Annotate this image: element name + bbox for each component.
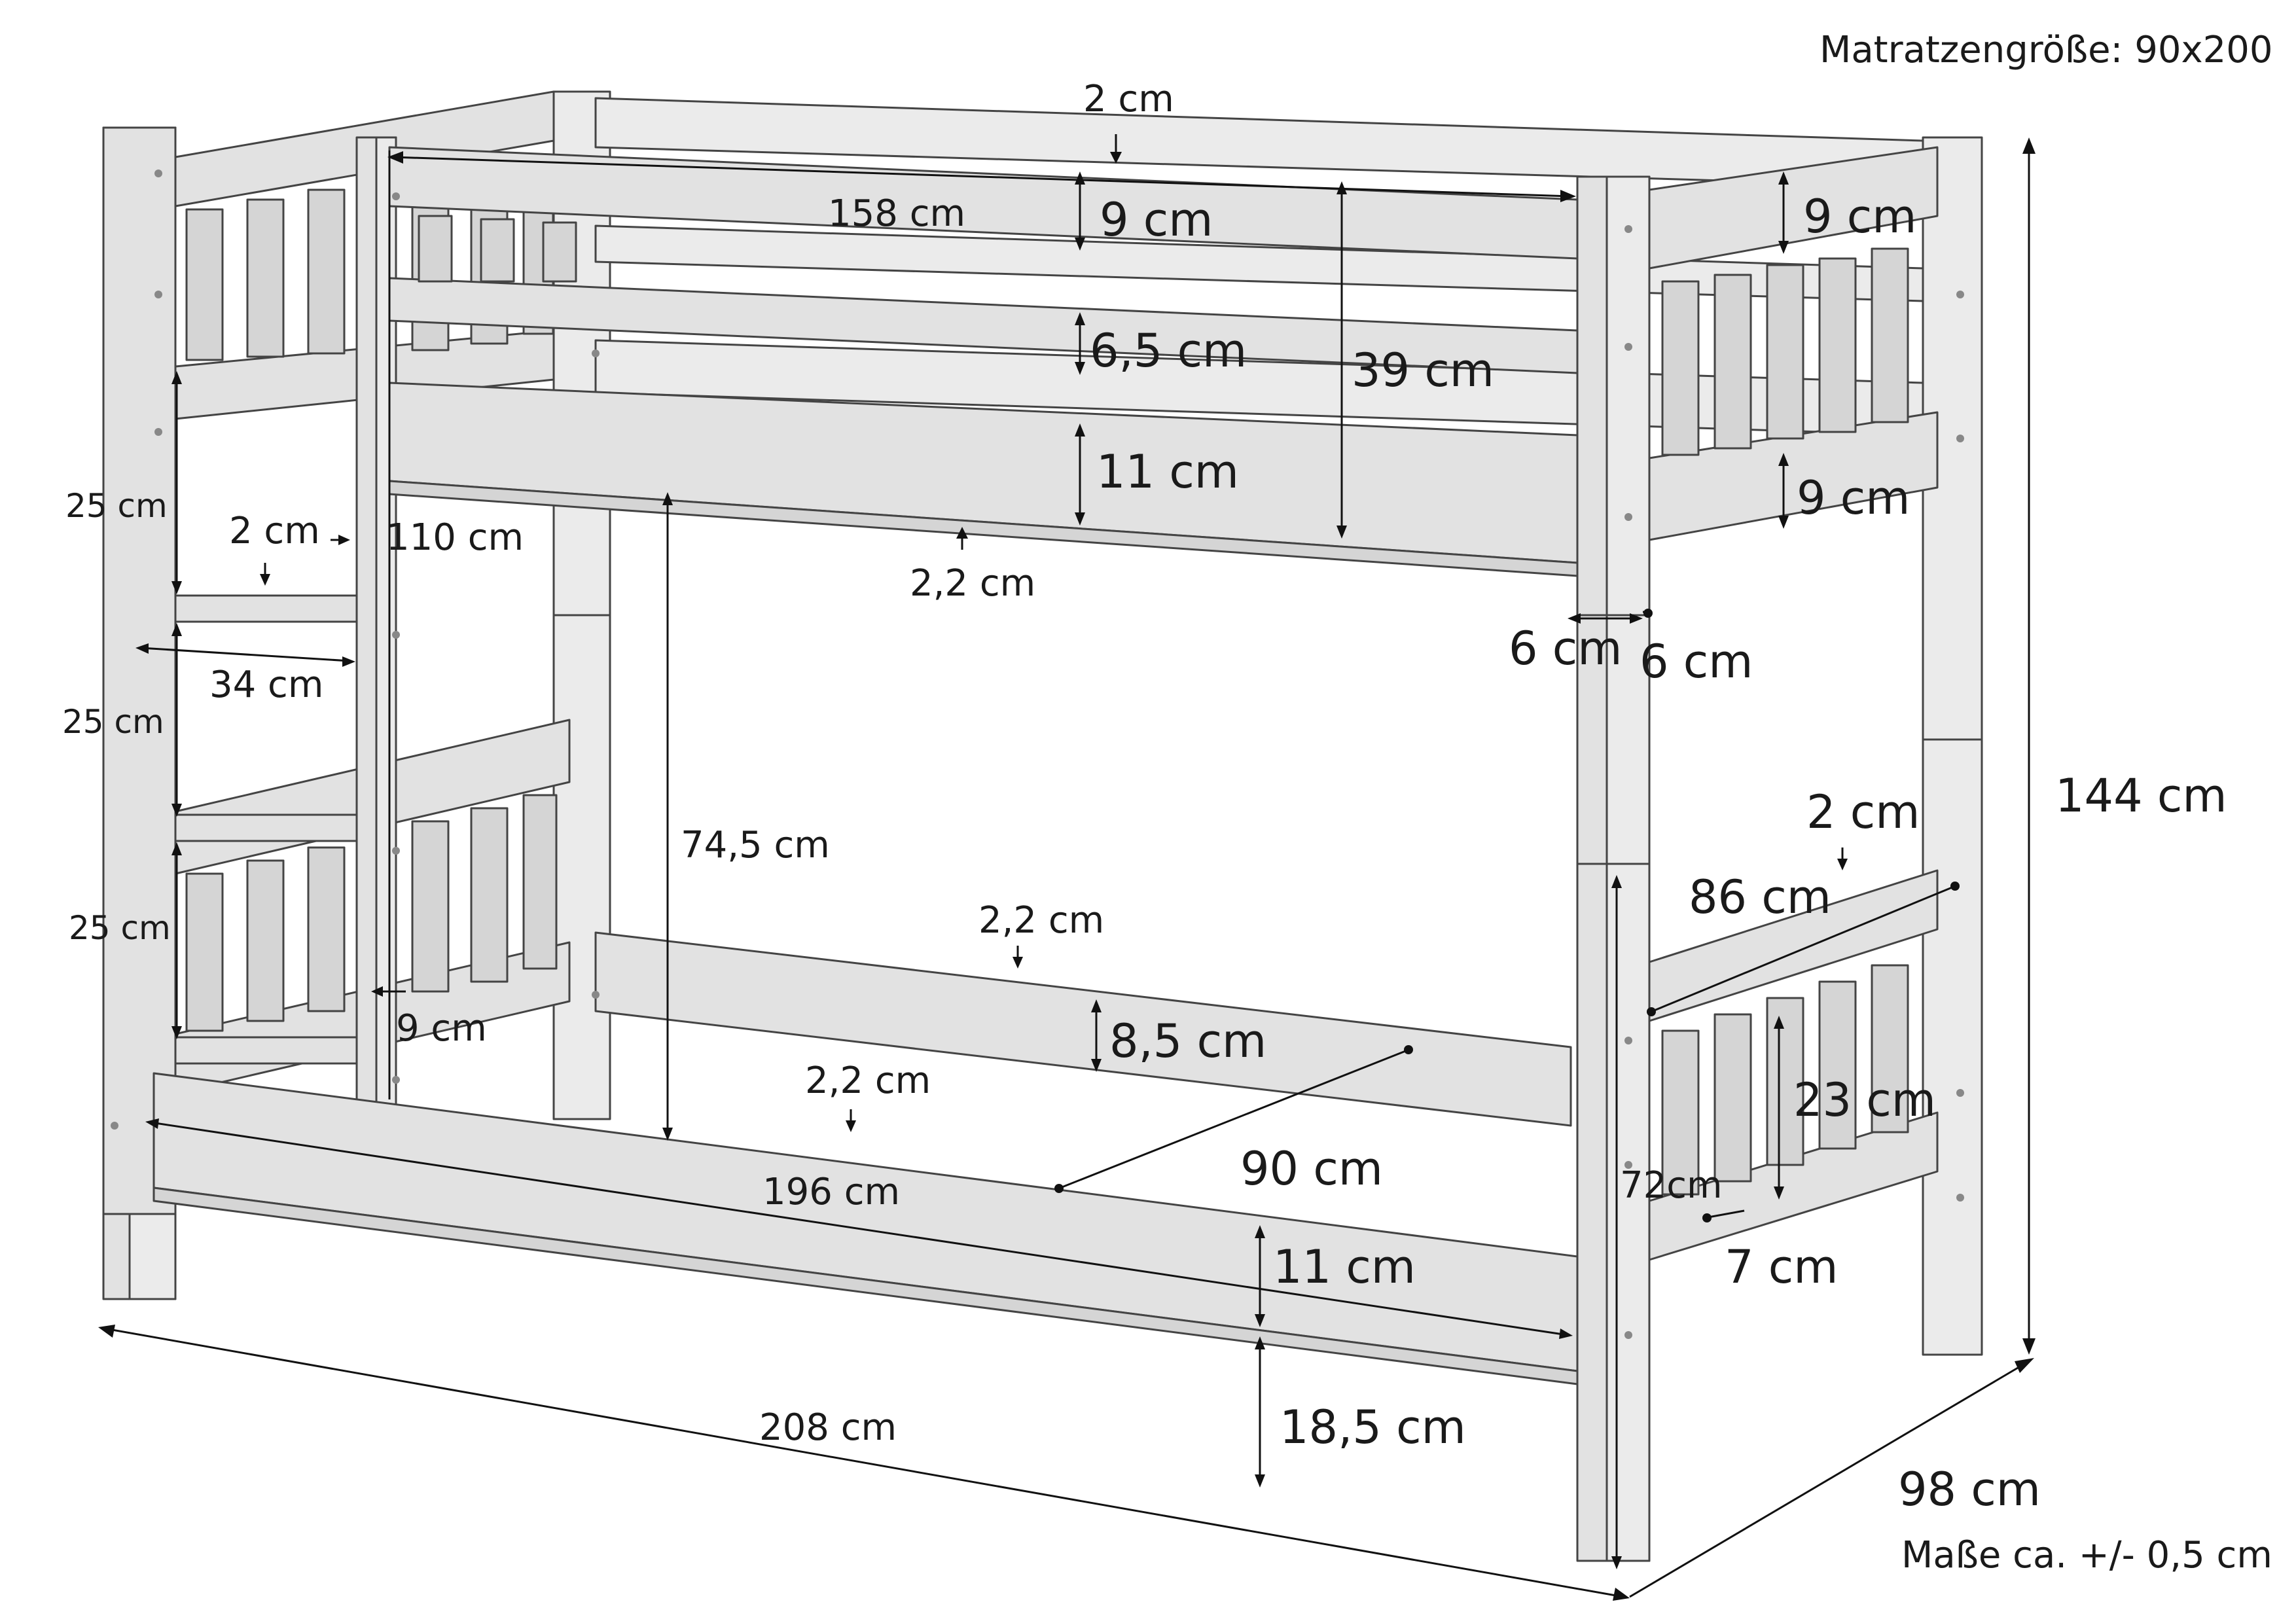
dim-inner-width: 90 cm: [1240, 1142, 1383, 1196]
dimension-lines: [98, 134, 2036, 1601]
right-foot-end-upper: [1648, 146, 1939, 541]
dim-ladder-rail-gap: 2 cm: [229, 510, 320, 552]
dim-foot-rail-length: 86 cm: [1689, 870, 1831, 924]
dim-foot-slat-height: 23 cm: [1793, 1073, 1936, 1127]
dim-lower-frame-length: 196 cm: [762, 1171, 900, 1213]
dim-foot-end-height: 72cm: [1620, 1164, 1723, 1207]
dim-guard-height: 39 cm: [1352, 344, 1494, 397]
dim-head-rail-top: 9 cm: [1803, 190, 1916, 243]
dim-post-width-b: 6 cm: [1640, 635, 1753, 688]
dim-ladder-rung-2: 25 cm: [62, 703, 164, 741]
dim-upper-frame-height: 11 cm: [1096, 445, 1239, 499]
dim-upper-frame-offset: 2,2 cm: [910, 562, 1035, 605]
dim-guard-rail-mid: 6,5 cm: [1090, 324, 1247, 378]
bed-frame: [102, 90, 1983, 1562]
dim-ladder-rung-3: 25 cm: [69, 909, 171, 947]
dim-floor-clearance: 18,5 cm: [1280, 1400, 1466, 1454]
dim-ladder-width: 34 cm: [209, 664, 323, 706]
dim-inner-rail-height: 8,5 cm: [1109, 1014, 1266, 1068]
dim-ladder-guard: 9 cm: [396, 1007, 487, 1050]
dim-foot-top-offset: 2 cm: [1806, 785, 1920, 839]
dim-post-width-a: 6 cm: [1509, 622, 1622, 675]
dim-guard-rail-length: 158 cm: [828, 192, 965, 235]
back-right-post: [1922, 136, 1983, 1356]
dim-ladder-height: 110 cm: [386, 516, 524, 559]
mattress-size-label: Matratzengröße: 90x200: [1820, 29, 2273, 71]
dimension-labels: Matratzengröße: 90x200 Maße ca. +/- 0,5 …: [62, 29, 2273, 1577]
dim-rail-gap-top: 2 cm: [1083, 78, 1174, 120]
screws: [111, 169, 1964, 1339]
dim-lower-frame-offset: 2,2 cm: [805, 1060, 931, 1102]
dim-inner-rail-offset: 2,2 cm: [978, 899, 1104, 942]
dim-ladder-rung-1: 25 cm: [65, 487, 168, 525]
back-lower-rail: [594, 931, 1572, 1127]
dim-total-height: 144 cm: [2055, 769, 2227, 823]
dim-guard-rail-top: 9 cm: [1100, 193, 1213, 247]
front-right-post: [1576, 175, 1651, 1562]
dim-lower-frame-height: 11 cm: [1273, 1240, 1416, 1294]
dim-clearance: 74,5 cm: [681, 824, 830, 866]
dim-head-rail-bottom: 9 cm: [1797, 471, 1910, 525]
dim-overall-width: 98 cm: [1898, 1463, 2041, 1516]
dim-overall-length: 208 cm: [759, 1406, 897, 1449]
dim-foot-slat-gap: 7 cm: [1725, 1240, 1838, 1294]
tolerance-label: Maße ca. +/- 0,5 cm: [1901, 1534, 2272, 1577]
